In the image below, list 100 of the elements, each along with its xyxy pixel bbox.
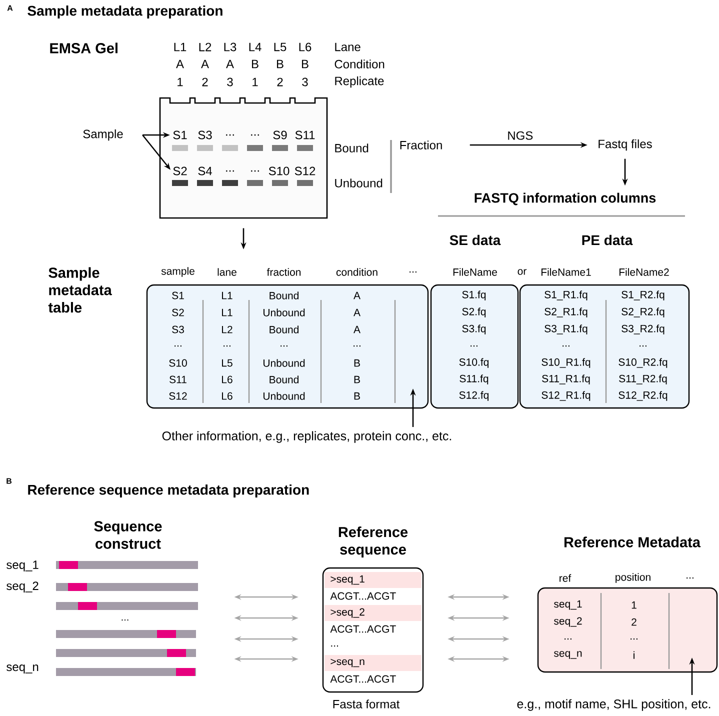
- sample-label: S2: [173, 166, 187, 176]
- column-header: FileName2: [619, 268, 669, 276]
- table-cell: S12_R2.fq: [618, 391, 668, 401]
- sequence-label: seq_2: [6, 582, 38, 592]
- sample-label: ...: [251, 170, 259, 172]
- table-cell: S11.fq: [460, 374, 488, 384]
- sequence-text: ...: [331, 645, 338, 647]
- panel-title: Sample metadata preparation: [28, 5, 222, 19]
- table-cell: seq_2: [554, 617, 582, 627]
- sample-label: S3: [198, 130, 212, 140]
- table-cell: Unbound: [264, 308, 305, 316]
- header-row: >seq_1: [324, 572, 422, 588]
- sample-label: S10: [268, 166, 290, 176]
- table-cell: ...: [640, 345, 646, 347]
- panel-letter: A: [7, 5, 13, 11]
- panel-title: Reference sequence metadata preparation: [28, 484, 309, 498]
- column-header: ref: [560, 574, 572, 582]
- heading: FASTQ information columns: [474, 192, 656, 206]
- edge-label: NGS: [506, 130, 534, 141]
- table-cell: S2_R2.fq: [622, 308, 664, 318]
- sequence-text: ACGT...ACGT: [330, 625, 396, 633]
- table-cell: S2: [172, 308, 184, 316]
- table-cell: ...: [224, 345, 230, 347]
- table-cell: Unbound: [264, 359, 305, 367]
- note: Other information, e.g., replicates, protein conc., etc.: [162, 431, 452, 443]
- table-cell: L6: [222, 376, 232, 384]
- table-cell: L1: [222, 308, 232, 316]
- column-header: FileName1: [541, 268, 591, 276]
- table-cell: ...: [562, 345, 570, 347]
- heading: PE data: [582, 234, 633, 246]
- heading: Reference sequence: [338, 526, 408, 558]
- table-cell: ...: [174, 345, 182, 347]
- sequence-text: ACGT...ACGT: [330, 592, 396, 600]
- condition-label: A: [176, 60, 184, 68]
- table-cell: S12: [169, 392, 187, 400]
- table-cell: S11_R1.fq: [542, 374, 590, 384]
- table-cell: B: [354, 392, 360, 400]
- table-cell: 2: [632, 618, 636, 626]
- sequence-label: seq_1: [6, 560, 38, 572]
- label: Sample: [83, 129, 123, 141]
- column-header: ...: [686, 577, 694, 579]
- table-cell: S12.fq: [459, 391, 488, 401]
- table-cell: S1_R1.fq: [544, 290, 588, 300]
- replicate-label: 3: [302, 78, 308, 86]
- table-cell: Unbound: [264, 392, 305, 400]
- table-cell: S10: [169, 359, 187, 367]
- table-cell: S3_R2.fq: [622, 324, 664, 334]
- replicate-label: 1: [178, 78, 183, 86]
- header-row: >seq_n: [324, 655, 422, 671]
- sample-label: ...: [251, 134, 259, 136]
- column-header: condition: [336, 268, 378, 276]
- lane-label: L1: [174, 42, 186, 52]
- replicate-label: 2: [202, 78, 208, 86]
- header-row: >seq_2: [324, 605, 422, 621]
- table-cell: S11_R2.fq: [619, 374, 667, 384]
- table-cell: B: [354, 376, 360, 384]
- table-cell: S1.fq: [462, 290, 486, 300]
- table-cell: seq_n: [554, 651, 582, 659]
- replicate-label: 1: [252, 78, 258, 86]
- label: Fastq files: [598, 139, 652, 151]
- replicate-label: 2: [277, 78, 283, 86]
- sample-label: S9: [273, 130, 287, 140]
- table-cell: A: [354, 292, 360, 300]
- note: e.g., motif name, SHL position, etc.: [517, 699, 710, 711]
- sequence-label: seq_n: [6, 664, 38, 674]
- sample-label: ...: [226, 134, 234, 136]
- table-title: Sample metadata table: [48, 267, 112, 313]
- table-cell: S10.fq: [459, 358, 488, 368]
- sample-label: S11: [295, 130, 315, 140]
- column-header: fraction: [266, 268, 301, 276]
- table-cell: B: [354, 359, 360, 367]
- label: Fasta format: [333, 700, 400, 708]
- row-label: Condition: [334, 60, 384, 68]
- table-cell: S3.fq: [462, 324, 486, 334]
- table-cell: 1: [632, 601, 636, 609]
- condition-label: B: [252, 60, 258, 68]
- sample-label: S12: [294, 166, 316, 176]
- table-cell: S3_R1.fq: [544, 324, 588, 334]
- table-cell: L5: [222, 359, 232, 367]
- table-cell: seq_1: [554, 600, 582, 610]
- lane-label: L6: [299, 42, 312, 52]
- table-cell: ...: [564, 638, 572, 640]
- lane-label: L2: [199, 42, 212, 52]
- table-cell: Bound: [270, 326, 298, 334]
- table-cell: A: [354, 326, 360, 334]
- text-label: or: [518, 269, 526, 275]
- table-cell: S2_R1.fq: [544, 308, 588, 318]
- column-header: lane: [218, 268, 236, 276]
- heading: SE data: [450, 234, 501, 246]
- heading: Sequence construct: [94, 521, 162, 549]
- row-label: Lane: [335, 42, 360, 52]
- table-cell: S3: [172, 326, 184, 334]
- section-heading: EMSA Gel: [50, 42, 118, 54]
- condition-label: A: [201, 60, 209, 68]
- table-cell: S1_R2.fq: [622, 290, 664, 300]
- table-cell: S11: [170, 376, 186, 384]
- table-cell: S10_R1.fq: [542, 358, 590, 368]
- band-label: Unbound: [335, 178, 382, 188]
- sample-label: S4: [198, 166, 212, 176]
- column-header: position: [616, 573, 650, 583]
